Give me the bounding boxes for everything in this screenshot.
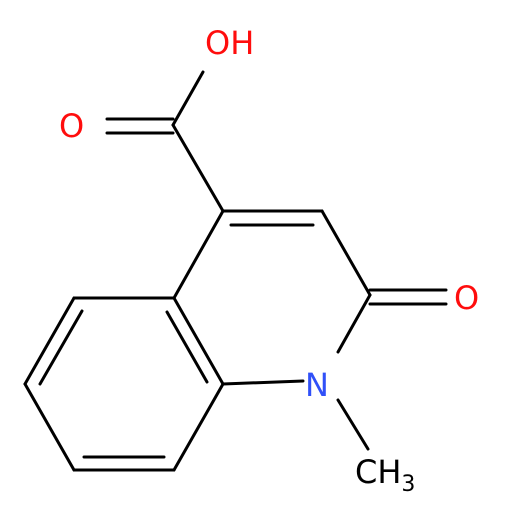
acid-carbonyl-oxygen-label: O bbox=[59, 107, 84, 145]
bond-c6-c5 bbox=[23, 296, 76, 386]
bond-c4a-c8a bbox=[172, 296, 225, 386]
methyl-label: CH3 bbox=[355, 453, 415, 497]
bond-c4-ccooh bbox=[171, 123, 225, 213]
bond-c7-c6 bbox=[23, 382, 76, 472]
bond-c4a-c4 bbox=[172, 209, 225, 300]
methyl-label-main: CH bbox=[355, 453, 401, 491]
bond-c6-c5-inner bbox=[38, 309, 84, 386]
hydroxyl-label: OH bbox=[205, 24, 254, 62]
ring-carbonyl-oxygen-label: O bbox=[454, 279, 479, 317]
bond-c2-n1 bbox=[336, 293, 372, 354]
bond-c-oh bbox=[171, 70, 205, 127]
bond-n1-c8a bbox=[221, 379, 305, 386]
bond-c3-c2 bbox=[320, 209, 372, 297]
bond-n1-methyl bbox=[336, 398, 370, 451]
bond-c8a-c8 bbox=[172, 382, 225, 472]
bond-c4a-c8a-inner bbox=[165, 310, 209, 384]
methyl-label-subscript: 3 bbox=[401, 472, 415, 497]
nitrogen-label: N bbox=[305, 366, 329, 404]
